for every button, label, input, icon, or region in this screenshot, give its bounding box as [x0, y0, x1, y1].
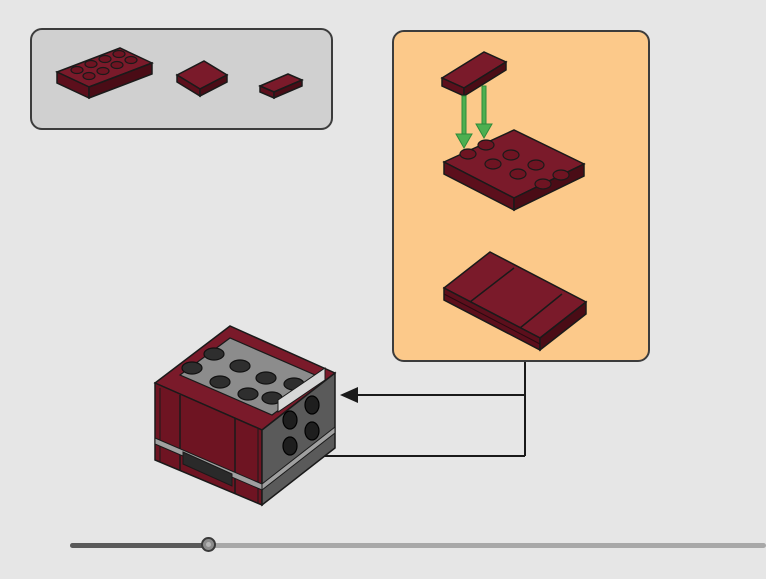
callout-arrow-icon [340, 387, 358, 403]
main-model-icon [155, 326, 335, 505]
progress-fill [70, 543, 209, 548]
progress-bar[interactable] [70, 537, 766, 555]
progress-knob[interactable] [201, 537, 216, 552]
